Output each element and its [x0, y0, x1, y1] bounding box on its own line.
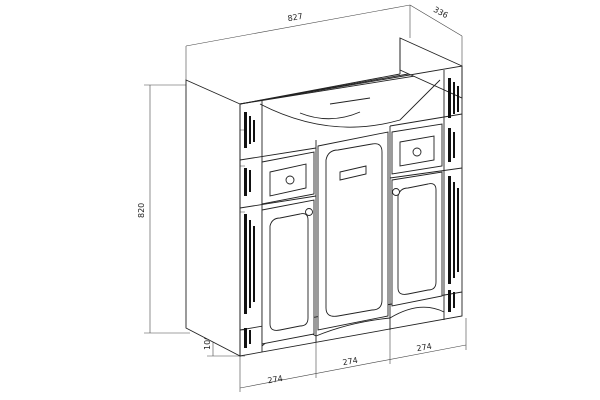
door-left [261, 199, 315, 345]
door-center-handle [339, 165, 367, 181]
dim-width-total: 827 [185, 4, 411, 80]
door-right [391, 171, 443, 307]
cabinet-body [185, 37, 463, 357]
ornament-right [448, 78, 459, 312]
label-bottom-left: 274 [267, 374, 284, 386]
label-bottom-mid: 274 [342, 356, 359, 368]
label-width-total: 827 [287, 12, 304, 24]
drawer-right [391, 123, 443, 175]
drawer-left [261, 151, 315, 205]
label-bottom-right: 274 [416, 342, 433, 354]
drawer-left-knob [285, 175, 295, 185]
label-depth: 336 [432, 5, 450, 20]
door-left-knob [305, 208, 313, 216]
door-center [317, 131, 389, 331]
dim-bottom-segments: 274 274 274 [239, 318, 467, 392]
door-right-knob [392, 188, 400, 196]
dim-height-total: 820 [137, 84, 190, 334]
drawer-right-knob [412, 147, 422, 157]
label-seg-plinth: 100 [203, 335, 212, 350]
ornament-left [244, 112, 255, 348]
label-height-total: 820 [137, 203, 146, 218]
